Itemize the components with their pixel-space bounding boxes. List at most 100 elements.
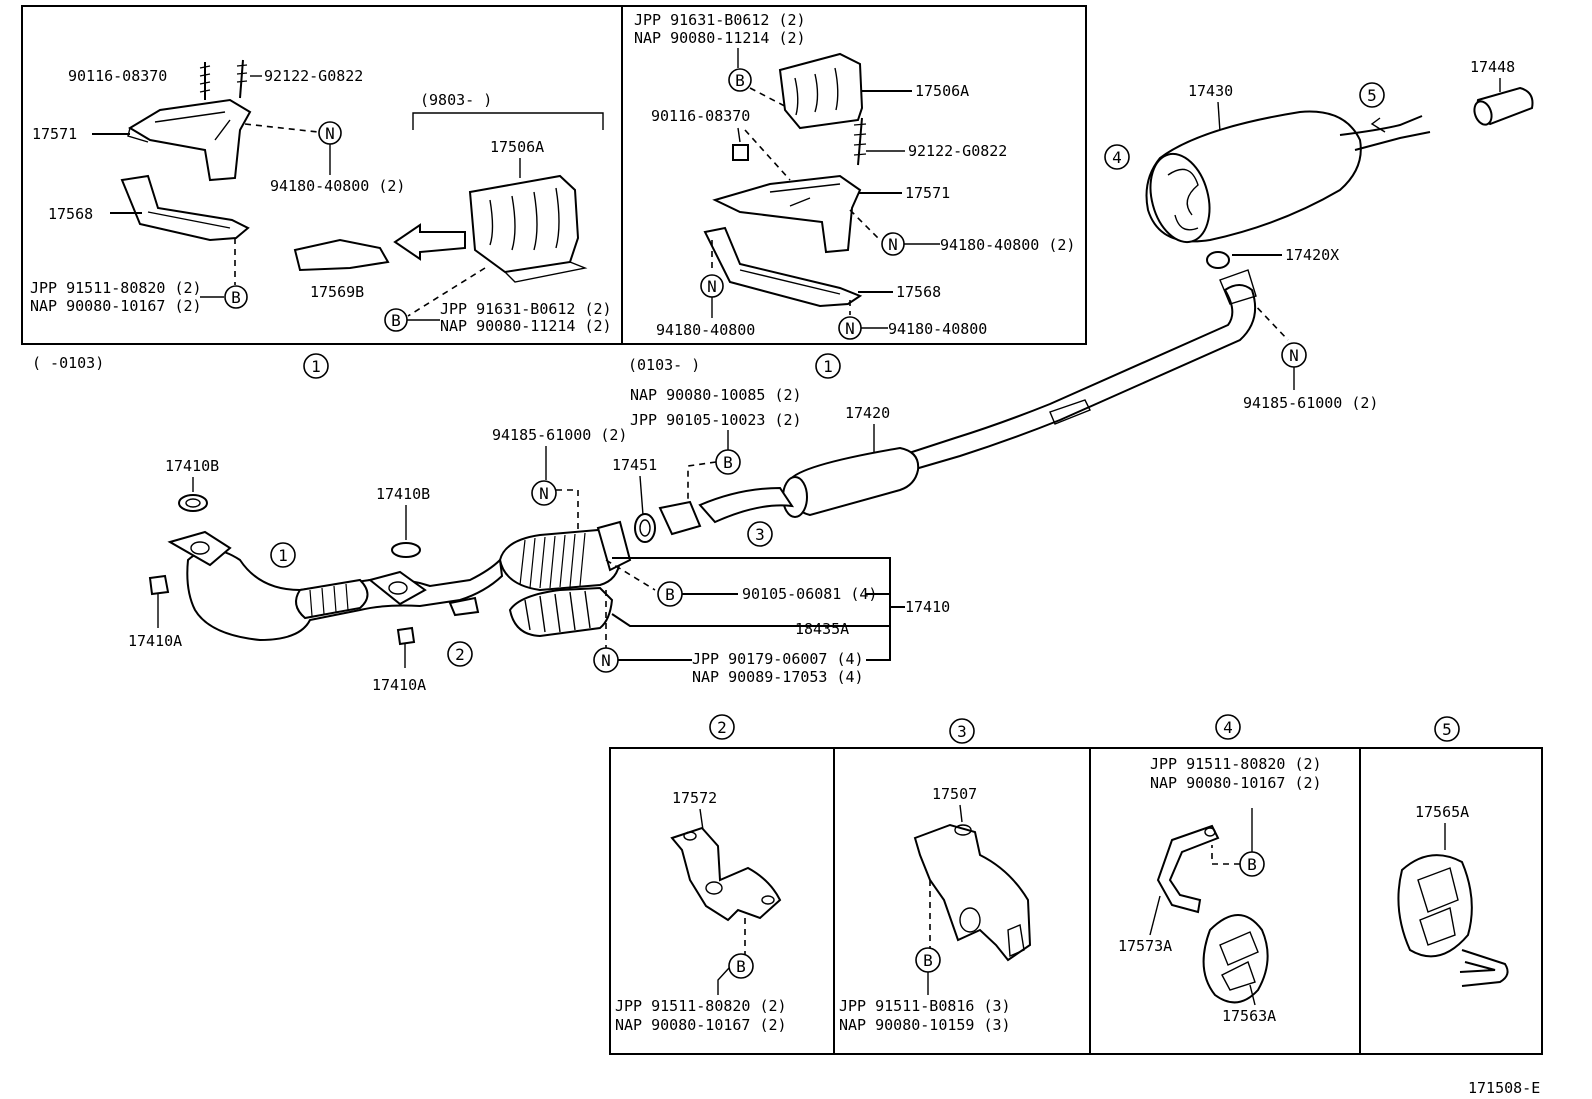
shield-nap-label: NAP 90080-11214 (2) — [440, 317, 612, 335]
mid-stud-label: 92122-G0822 — [908, 142, 1007, 160]
bracket-upper-left — [128, 98, 252, 182]
bracket-lower-mid — [703, 226, 863, 308]
shield-alt-label: 17569B — [310, 283, 364, 301]
nap-bolt-label: NAP 90080-10167 (2) — [30, 297, 202, 315]
svg-text:B: B — [391, 311, 401, 330]
b5-part-label: 17565A — [1415, 803, 1469, 821]
svg-text:1: 1 — [823, 357, 833, 376]
center-pipe — [911, 284, 1256, 472]
ref-circle-4 — [1215, 714, 1241, 740]
svg-text:2: 2 — [717, 718, 727, 737]
b4-nap-label: NAP 90080-10167 (2) — [1150, 774, 1322, 792]
rear-flange — [1219, 269, 1257, 305]
svg-text:1: 1 — [278, 546, 288, 565]
bolt-a-label: 90116-08370 — [68, 67, 167, 85]
b-marker — [728, 68, 752, 92]
svg-text:B: B — [735, 71, 745, 90]
bottom-box-5 — [1359, 747, 1543, 1055]
b-marker — [728, 953, 754, 979]
nut-17410a-a — [148, 574, 170, 596]
svg-text:N: N — [325, 124, 335, 143]
bracket-lower-label: 17568 — [48, 205, 93, 223]
conv-jpp-label: JPP 90179-06007 (4) — [692, 650, 864, 668]
b3-part-label: 17507 — [932, 785, 977, 803]
mid-nap-label: NAP 90080-11214 (2) — [634, 29, 806, 47]
rubber-17565a — [1397, 854, 1473, 958]
conv-nut-label: 94185-61000 (2) — [492, 426, 627, 444]
mid-bracket-lower-label: 17568 — [896, 283, 941, 301]
ref-circle-3 — [949, 718, 975, 744]
center-nap-label: NAP 90080-10085 (2) — [630, 386, 802, 404]
tail-tip-label: 17448 — [1470, 58, 1515, 76]
svg-text:3: 3 — [957, 722, 967, 741]
bracket-upper-mid — [712, 174, 862, 254]
shield-jpp-label: JPP 91631-B0612 (2) — [440, 300, 612, 318]
mid-bolt-label: 90116-08370 — [651, 107, 750, 125]
rear-nut-label: 94185-61000 (2) — [1243, 394, 1378, 412]
mid-shield-label: 17506A — [915, 82, 969, 100]
nut-17410a-b — [396, 626, 416, 646]
arrow-icon — [393, 223, 466, 261]
b3-jpp-label: JPP 91511-B0816 (3) — [839, 997, 1011, 1015]
shield-label: 17506A — [490, 138, 544, 156]
mid-nut-right-label: 94180-40800 — [888, 320, 987, 338]
b4-jpp-label: JPP 91511-80820 (2) — [1150, 755, 1322, 773]
bracket-upper-label: 17571 — [32, 125, 77, 143]
conv-bolt-label: 90105-06081 (4) — [742, 585, 877, 603]
manifold-nut-a-label: 17410A — [128, 632, 182, 650]
conv-nap-label: NAP 90089-17053 (4) — [692, 668, 864, 686]
front-gasket — [634, 513, 656, 543]
hanger-17572 — [670, 826, 782, 922]
svg-text:B: B — [1247, 855, 1257, 874]
mid-jpp-label: JPP 91631-B0612 (2) — [634, 11, 806, 29]
nut-ref-label: 94180-40800 (2) — [270, 177, 405, 195]
b2-part-label: 17572 — [672, 789, 717, 807]
svg-text:N: N — [601, 651, 611, 670]
b2-jpp-label: JPP 91511-80820 (2) — [615, 997, 787, 1015]
ref-circle-2 — [709, 714, 735, 740]
svg-text:2: 2 — [455, 645, 465, 664]
ref-circle-4 — [1104, 144, 1130, 170]
gasket-front-label: 17451 — [612, 456, 657, 474]
svg-text:5: 5 — [1367, 86, 1377, 105]
figure-id: 171508-E — [1468, 1079, 1540, 1097]
svg-text:N: N — [539, 484, 549, 503]
b-marker — [224, 285, 248, 309]
mid-flange — [367, 570, 427, 606]
stud-a-label: 92122-G0822 — [264, 67, 363, 85]
svg-text:B: B — [723, 453, 733, 472]
svg-text:B: B — [923, 951, 933, 970]
b4-part-a-label: 17573A — [1118, 937, 1172, 955]
hanger-17507 — [913, 823, 1032, 962]
svg-text:B: B — [736, 957, 746, 976]
ref-circle-1 — [815, 353, 841, 379]
heat-shield-mid — [778, 52, 864, 130]
mid-bracket-upper-label: 17571 — [905, 184, 950, 202]
gasket-17410b-a — [178, 494, 208, 512]
bracket-lower-left — [120, 174, 250, 242]
svg-text:3: 3 — [755, 525, 765, 544]
shield-alt-part — [293, 238, 390, 272]
heat-shield-left — [468, 174, 580, 274]
range-mid-label: (0103- ) — [628, 356, 700, 374]
n-marker — [531, 480, 557, 506]
rubber-17563a — [1202, 914, 1269, 1004]
hanger-17573a — [1156, 824, 1220, 914]
bolt-stud-pair — [199, 59, 248, 100]
range-left-label: ( -0103) — [32, 354, 104, 372]
muffler-label: 17430 — [1188, 82, 1233, 100]
ref-circle-1 — [270, 542, 296, 568]
mid-nut-left-label: 94180-40800 — [656, 321, 755, 339]
center-jpp-label: JPP 90105-10023 (2) — [630, 411, 802, 429]
b3-nap-label: NAP 90080-10159 (3) — [839, 1016, 1011, 1034]
manifold-nut-b-label: 17410A — [372, 676, 426, 694]
front-flange — [658, 500, 702, 536]
svg-text:N: N — [1289, 346, 1299, 365]
svg-text:B: B — [665, 585, 675, 604]
sub-range-label: (9803- ) — [420, 91, 492, 109]
rear-gasket-label: 17420X — [1285, 246, 1339, 264]
manifold-flange — [167, 530, 232, 567]
heat-insulator-label: 18435A — [795, 620, 849, 638]
manifold-gasket-b-label: 17410B — [376, 485, 430, 503]
